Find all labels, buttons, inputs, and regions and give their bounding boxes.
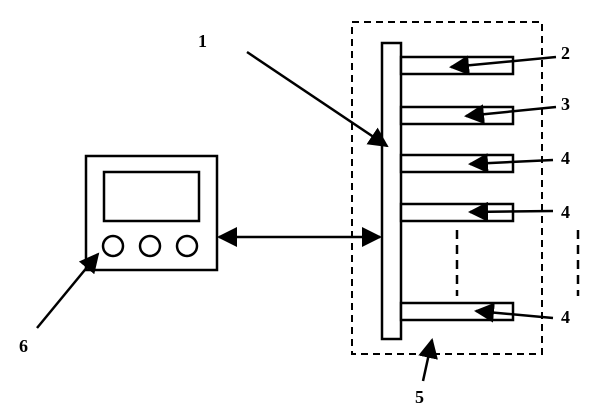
- module-4-last: [399, 301, 515, 322]
- leader-arrow-4-second: [468, 201, 554, 222]
- label-module-4-first: 4: [561, 148, 570, 168]
- label-module-4-last: 4: [561, 307, 570, 327]
- label-module-4-second: 4: [561, 202, 570, 222]
- leader-arrow-6: [36, 252, 100, 329]
- bus-bar: [380, 41, 403, 341]
- leader-arrow-3: [464, 104, 557, 125]
- leader-arrow-5: [418, 338, 438, 382]
- controller-knob-1: [101, 234, 125, 258]
- controller-screen: [102, 170, 201, 223]
- leader-arrow-2: [449, 55, 557, 76]
- leader-arrow-4-last: [474, 302, 554, 323]
- label-enclosure: 5: [415, 387, 424, 407]
- enclosure-dashed-box: [351, 21, 543, 355]
- label-module-2: 2: [561, 43, 570, 63]
- module-3: [399, 105, 515, 126]
- controller-knob-3: [175, 234, 199, 258]
- label-controller: 6: [19, 336, 28, 356]
- leader-arrow-1: [246, 50, 389, 148]
- label-module-3: 3: [561, 94, 570, 114]
- controller-knob-2: [138, 234, 162, 258]
- leader-arrow-4-first: [468, 153, 554, 174]
- label-bus: 1: [198, 31, 207, 51]
